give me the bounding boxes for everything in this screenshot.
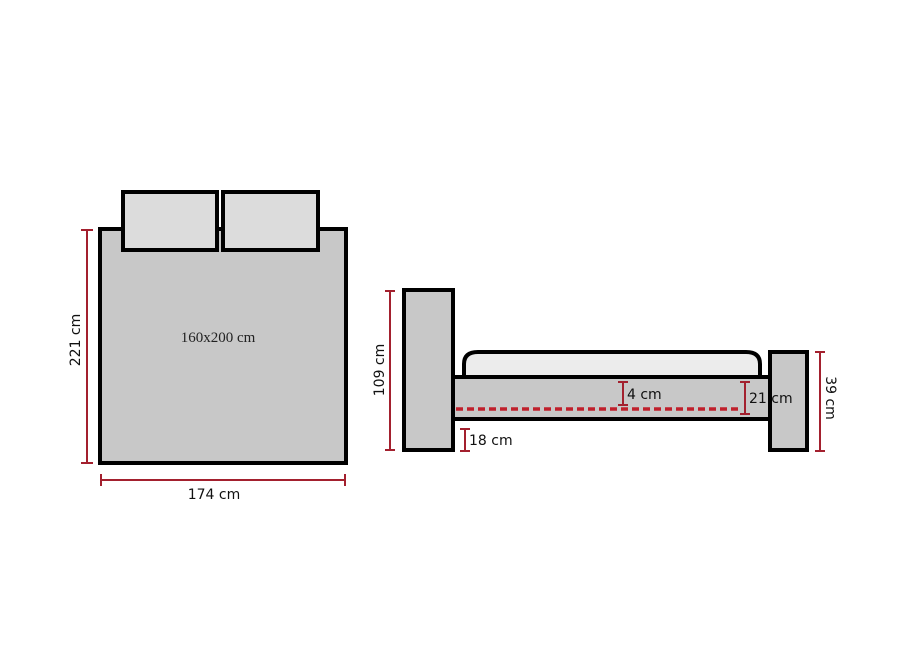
bed-frame-top xyxy=(98,227,348,465)
footboard-height-dimension: 39 cm xyxy=(815,351,838,452)
pillow-left xyxy=(121,190,219,252)
pillow-right xyxy=(221,190,320,252)
side-view: 4 cm 21 cm 18 cm 109 cm 39 cm xyxy=(372,288,838,452)
headboard xyxy=(402,288,455,452)
bed-frame-side xyxy=(451,375,772,421)
width-dimension: 174 cm xyxy=(100,474,346,503)
frame-height-dimension: 21 cm xyxy=(740,381,793,415)
frame-height-label: 21 cm xyxy=(749,391,793,407)
footboard xyxy=(768,350,809,452)
length-label: 221 cm xyxy=(68,314,84,367)
length-dimension: 221 cm xyxy=(68,229,93,464)
headboard-height-label: 109 cm xyxy=(372,344,388,397)
mattress xyxy=(462,350,762,379)
clearance-dimension: 18 cm xyxy=(460,428,513,452)
mattress-base-depth-label: 4 cm xyxy=(627,387,662,403)
clearance-label: 18 cm xyxy=(469,433,513,449)
top-view: 160x200 cm 221 cm 174 cm xyxy=(68,190,348,503)
mattress-size-label: 160x200 cm xyxy=(181,330,256,346)
mattress-base-depth-dimension: 4 cm xyxy=(618,381,662,406)
headboard-height-dimension: 109 cm xyxy=(372,290,395,451)
width-label: 174 cm xyxy=(188,487,241,503)
footboard-height-label: 39 cm xyxy=(822,376,838,420)
